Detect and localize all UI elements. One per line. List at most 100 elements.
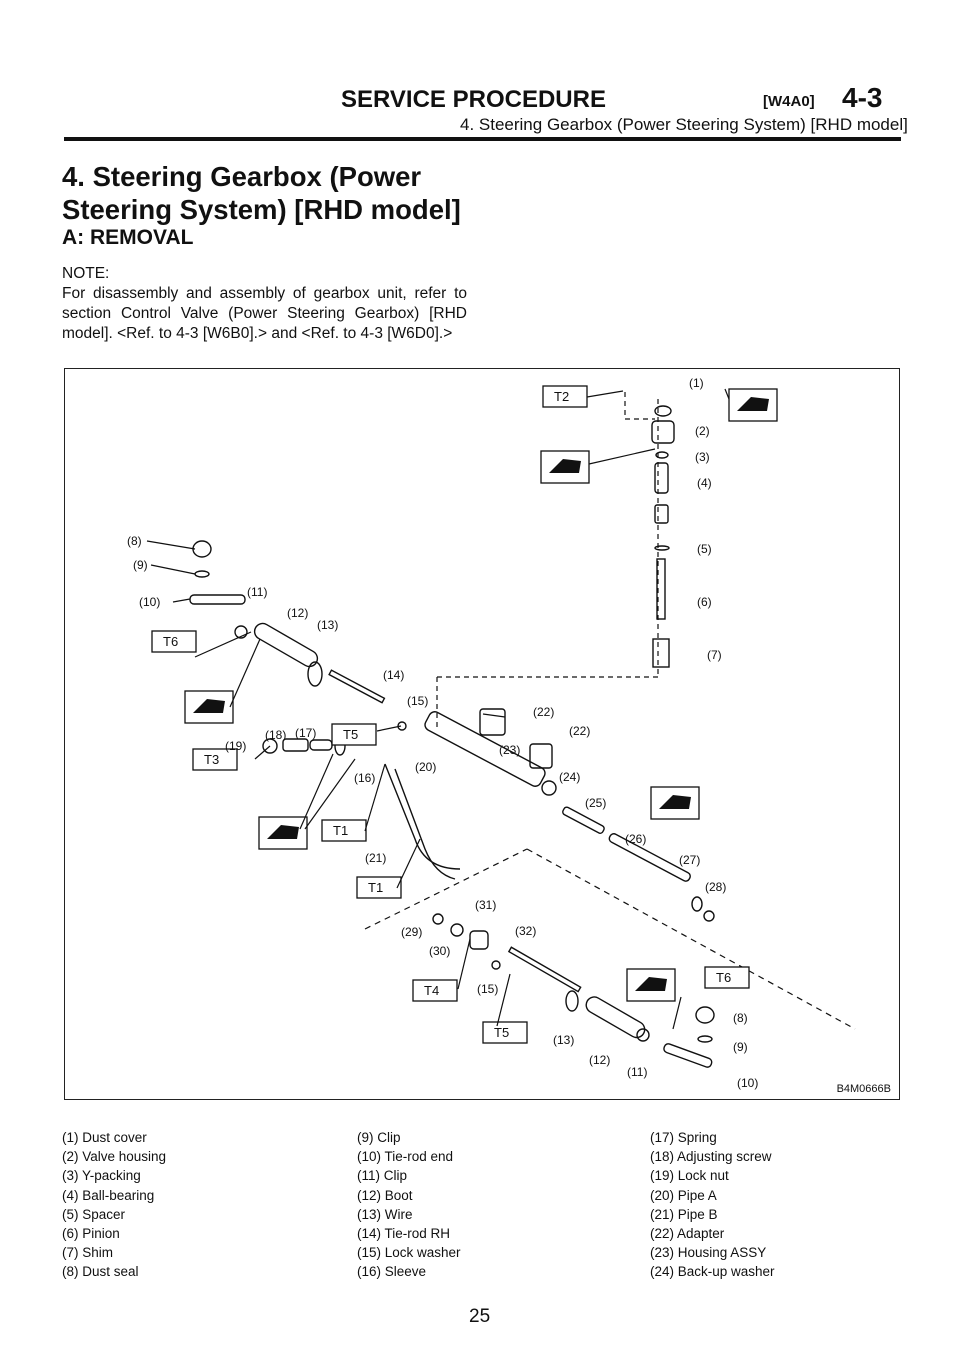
- callout-label: (15): [407, 694, 428, 708]
- clip-part: [194, 570, 210, 578]
- callout-label: (19): [225, 739, 246, 753]
- torque-box: [482, 1021, 528, 1044]
- leader-line: [457, 938, 471, 990]
- callout-label: (9): [133, 558, 148, 572]
- guide-line: [526, 848, 856, 1030]
- leader-line: [496, 973, 511, 1027]
- dust-seal-part: [192, 540, 212, 558]
- rack-part: [608, 833, 691, 882]
- callout-label: (7): [707, 648, 722, 662]
- valve-housing-part: [651, 420, 675, 444]
- clip-part: [697, 1035, 713, 1043]
- callout-label: (30): [429, 944, 450, 958]
- callout-label: (24): [559, 770, 580, 784]
- note-block: NOTE: For disassembly and assembly of ge…: [62, 264, 467, 344]
- legend-item: (15) Lock washer: [357, 1245, 461, 1261]
- callout-label: (25): [585, 796, 606, 810]
- legend-item: (13) Wire: [357, 1206, 413, 1222]
- grease-tube-icon: [549, 459, 581, 473]
- leader-line: [172, 598, 191, 603]
- callout-label: (27): [679, 853, 700, 867]
- legend-item: (9) Clip: [357, 1130, 401, 1145]
- header-code: [W4A0]: [763, 93, 815, 110]
- boot-part: [253, 622, 319, 668]
- callout-label: (22): [533, 705, 554, 719]
- callout-label: (11): [247, 585, 267, 599]
- legend-item: (2) Valve housing: [62, 1149, 167, 1165]
- callout-label: (11): [627, 1065, 647, 1079]
- legend-item: (20) Pipe A: [650, 1187, 717, 1203]
- leader-line: [482, 713, 506, 718]
- legend-item: (6) Pinion: [62, 1226, 120, 1242]
- tie-rod-rh-part: [328, 669, 386, 704]
- callout-label: (1): [689, 376, 704, 390]
- page-number: 25: [469, 1306, 491, 1327]
- callout-label: (13): [553, 1033, 574, 1047]
- pipe-a-part: [384, 763, 461, 870]
- leader-line: [364, 763, 386, 832]
- legend-item: (4) Ball-bearing: [62, 1187, 155, 1203]
- torque-box: [704, 966, 750, 989]
- grease-tube-icon: [635, 977, 667, 991]
- leader-line: [229, 638, 261, 708]
- diagram-drawing: T2T6T5T3T1T1T4T5T6(1)(2)(3)(4)(5)(6)(7)(…: [127, 376, 856, 1090]
- callout-label: (26): [625, 832, 646, 846]
- legend-item: (10) Tie-rod end: [357, 1149, 454, 1165]
- torque-box: [412, 979, 458, 1002]
- grease-icon: [728, 388, 778, 422]
- adjusting-screw-part: [282, 738, 309, 752]
- callout-label: (9): [733, 1040, 748, 1054]
- torque-label: T6: [716, 970, 731, 985]
- section-title-line2: Steering System) [RHD model]: [62, 194, 461, 225]
- adapter-part: [529, 743, 553, 769]
- grease-tube-icon: [737, 397, 769, 411]
- legend-item: (3) Y-packing: [62, 1168, 141, 1184]
- tie-rod-part: [507, 946, 582, 993]
- legend-item: (5) Spacer: [62, 1206, 126, 1222]
- callout-label: (13): [317, 618, 338, 632]
- callout-label: (23): [499, 743, 520, 757]
- callout-label: (28): [705, 880, 726, 894]
- housing-assy-part: [424, 711, 546, 787]
- torque-label: T5: [494, 1025, 509, 1040]
- dust-seal-part: [695, 1006, 715, 1024]
- leader-line: [588, 448, 656, 465]
- legend-item: (11) Clip: [357, 1168, 408, 1184]
- callout-label: (21): [365, 851, 386, 865]
- callout-label: (31): [475, 898, 496, 912]
- legend-item: (18) Adjusting screw: [650, 1149, 772, 1165]
- callout-label: (17): [295, 726, 316, 740]
- legend-item: (17) Spring: [650, 1130, 717, 1145]
- dust-cover-part: [654, 405, 672, 417]
- callout-label: (6): [697, 595, 712, 609]
- callout-label: (12): [287, 606, 308, 620]
- leader-line: [150, 564, 196, 575]
- shim-part: [652, 638, 670, 668]
- legend-item: (8) Dust seal: [62, 1264, 139, 1280]
- grease-tube-icon: [659, 795, 691, 809]
- callout-label: (3): [695, 450, 710, 464]
- y-packing-part: [655, 451, 669, 459]
- ring-part: [691, 896, 703, 912]
- leader-line: [194, 631, 252, 658]
- legend-item: (1) Dust cover: [62, 1130, 147, 1145]
- callout-label: (22): [569, 724, 590, 738]
- legend-item: (23) Housing ASSY: [650, 1245, 767, 1261]
- callout-label: (8): [127, 534, 142, 548]
- wire-part: [307, 661, 323, 687]
- torque-box: [331, 723, 377, 746]
- grease-tube-icon: [267, 825, 299, 839]
- spacer-ring-part: [654, 545, 670, 551]
- torque-label: T1: [333, 823, 348, 838]
- legend-column-3: (17) Spring (18) Adjusting screw (19) Lo…: [650, 1128, 775, 1282]
- pinion-part: [656, 558, 666, 620]
- callout-label: (2): [695, 424, 710, 438]
- header-section: 4-3: [842, 82, 883, 113]
- callout-label: (14): [383, 668, 404, 682]
- clip-part: [234, 625, 248, 639]
- callout-label: (16): [354, 771, 375, 785]
- torque-label: T4: [424, 983, 439, 998]
- plug-part: [469, 930, 489, 950]
- legend-item: (16) Sleeve: [357, 1264, 427, 1280]
- note-text: For disassembly and assembly of gearbox …: [62, 285, 467, 342]
